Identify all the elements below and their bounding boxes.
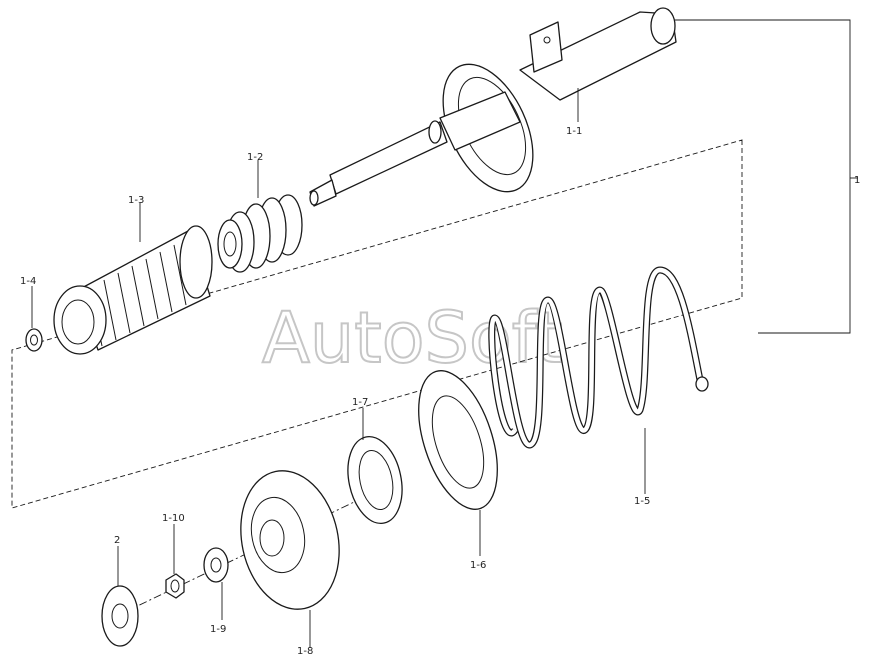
label-1-7: 1-7: [352, 397, 368, 408]
watermark-text: AutoSoft: [262, 297, 563, 379]
nut: [165, 524, 185, 599]
label-2: 2: [114, 535, 120, 546]
cap: [101, 546, 139, 647]
label-assembly: 1: [854, 175, 860, 186]
label-1-9: 1-9: [210, 624, 226, 635]
spring-seat: [418, 370, 498, 556]
top-mount: [240, 470, 340, 648]
label-1-4: 1-4: [20, 276, 36, 287]
washer: [25, 286, 43, 352]
bearing-ring: [347, 408, 403, 525]
coil-spring: [488, 266, 709, 494]
dashed-group-outline: [11, 139, 743, 509]
label-1-2: 1-2: [247, 152, 263, 163]
shock-absorber-strut: [309, 7, 677, 207]
dust-boot: [53, 203, 213, 355]
label-1-6: 1-6: [470, 560, 486, 571]
label-1-8: 1-8: [297, 646, 313, 657]
label-1-3: 1-3: [128, 195, 144, 206]
label-1-10: 1-10: [162, 513, 185, 524]
assembly-bracket: [675, 19, 858, 334]
washer-small: [203, 547, 229, 620]
bump-stop: [217, 160, 303, 273]
label-1-1: 1-1: [566, 126, 582, 137]
label-1-5: 1-5: [634, 496, 650, 507]
